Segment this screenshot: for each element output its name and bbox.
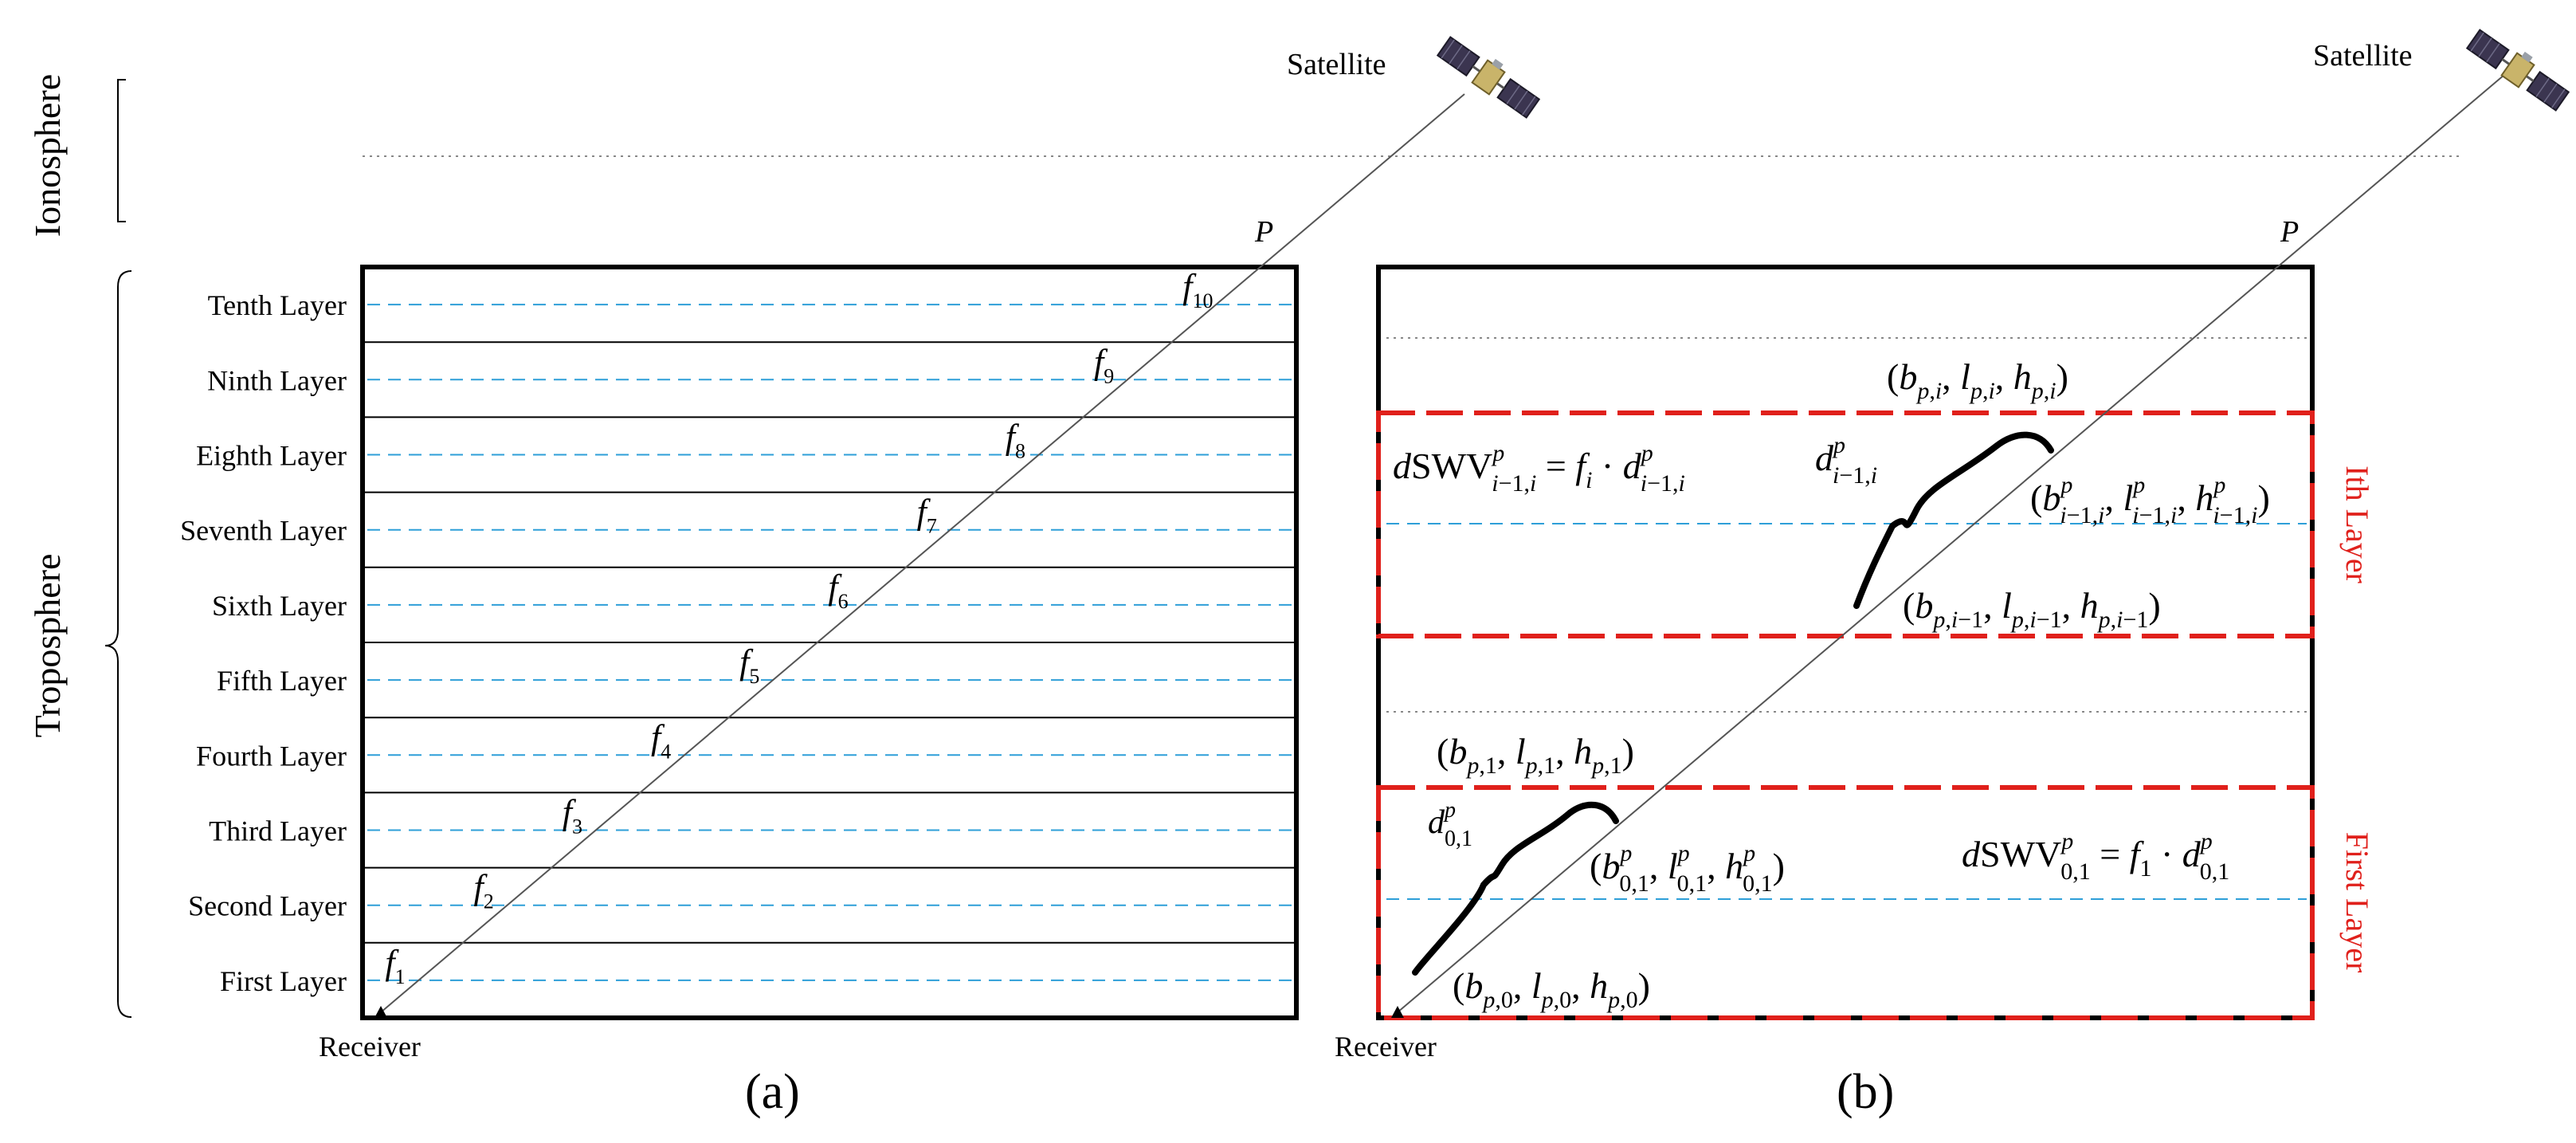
satellite-label-b: Satellite [2313,39,2413,73]
layer-factor: f10 [1182,267,1213,312]
ith-layer-label: Ith Layer [2339,465,2375,583]
ionosphere-label: Ionosphere [27,74,68,237]
layer-label: Second Layer [188,890,347,922]
coord-bottom-ith: (bp,i−1, lp,i−1, hp,i−1) [1903,585,2161,633]
layer-label: First Layer [220,965,347,997]
troposphere-brace [104,270,132,1018]
layer-label: Eighth Layer [196,440,347,472]
layer-label: Third Layer [209,815,347,847]
layer-factor: f7 [917,493,937,538]
layer-factor: f2 [474,868,494,913]
layer-factor: f6 [828,568,848,613]
layer-label: Fifth Layer [217,665,347,697]
svg-text:dpi−1,i: dpi−1,i [1815,432,1877,489]
first-layer-box [1376,785,2315,1020]
ith-layer-box [1376,410,2315,638]
svg-text:(bp,0, lp,0, hp,0): (bp,0, lp,0, hp,0) [1453,965,1650,1013]
svg-text:dp0,1: dp0,1 [1428,798,1472,851]
pierce-point-a: P [1254,215,1273,249]
layer-label: Fourth Layer [196,740,347,772]
layer-label: Seventh Layer [180,515,347,547]
signal-path-a [380,93,1465,1013]
svg-text:(bp,i−1, lp,i−1, hp,i−1): (bp,i−1, lp,i−1, hp,i−1) [1903,585,2161,633]
layer-factor: f1 [385,943,405,988]
coord-top-ith: (bp,i, lp,i, hp,i) [1887,356,2068,404]
satellite-icon [2464,22,2574,114]
layer-label: Ninth Layer [207,364,347,396]
brace-first [1412,801,1619,976]
layer-factor: f8 [1006,418,1025,463]
panel-a-caption: (a) [745,1065,800,1119]
receiver-marker-a [374,1006,387,1018]
first-layer-label: First Layer [2339,832,2375,973]
panel-b-frame [1376,265,2315,1020]
satellite-label-a: Satellite [1287,48,1386,81]
svg-text:(bp,1, lp,1, hp,1): (bp,1, lp,1, hp,1) [1437,731,1634,779]
receiver-label-b: Receiver [1335,1031,1437,1062]
signal-path-b [1397,69,2511,1013]
panel-b-caption: (b) [1837,1065,1894,1119]
troposphere-label: Troposphere [27,554,68,738]
layer-label: Tenth Layer [208,289,347,321]
layer-factor: f5 [739,642,759,688]
pierce-point-b: P [2280,215,2299,249]
layer-label: Sixth Layer [212,590,347,622]
coord-bottom-first: (bp,0, lp,0, hp,0) [1453,965,1650,1013]
layer-factor: f4 [651,717,671,763]
svg-text:(bp,i, lp,i, hp,i): (bp,i, lp,i, hp,i) [1887,356,2068,404]
panel-a: First Layer Second Layer Third Layer Fourth… [180,29,1545,1119]
coord-top-first: (bp,1, lp,1, hp,1) [1437,731,1634,779]
receiver-label-a: Receiver [319,1031,421,1062]
brace-ith [1853,431,2054,609]
panel-b: P Satellite Receiver (b) Ith Layer First… [1335,22,2574,1119]
svg-text:(bp0,1, lp0,1, hp0,1): (bp0,1, lp0,1, hp0,1) [1590,840,1785,897]
layer-factor: f9 [1094,342,1114,387]
layer-factor: f3 [563,793,582,839]
receiver-marker-b [1391,1006,1404,1018]
satellite-icon [1435,29,1545,121]
ionosphere-bracket [117,79,126,222]
svg-text:(bpi−1,i, lpi−1,i, hpi−1,i): (bpi−1,i, lpi−1,i, hpi−1,i) [2030,472,2270,528]
